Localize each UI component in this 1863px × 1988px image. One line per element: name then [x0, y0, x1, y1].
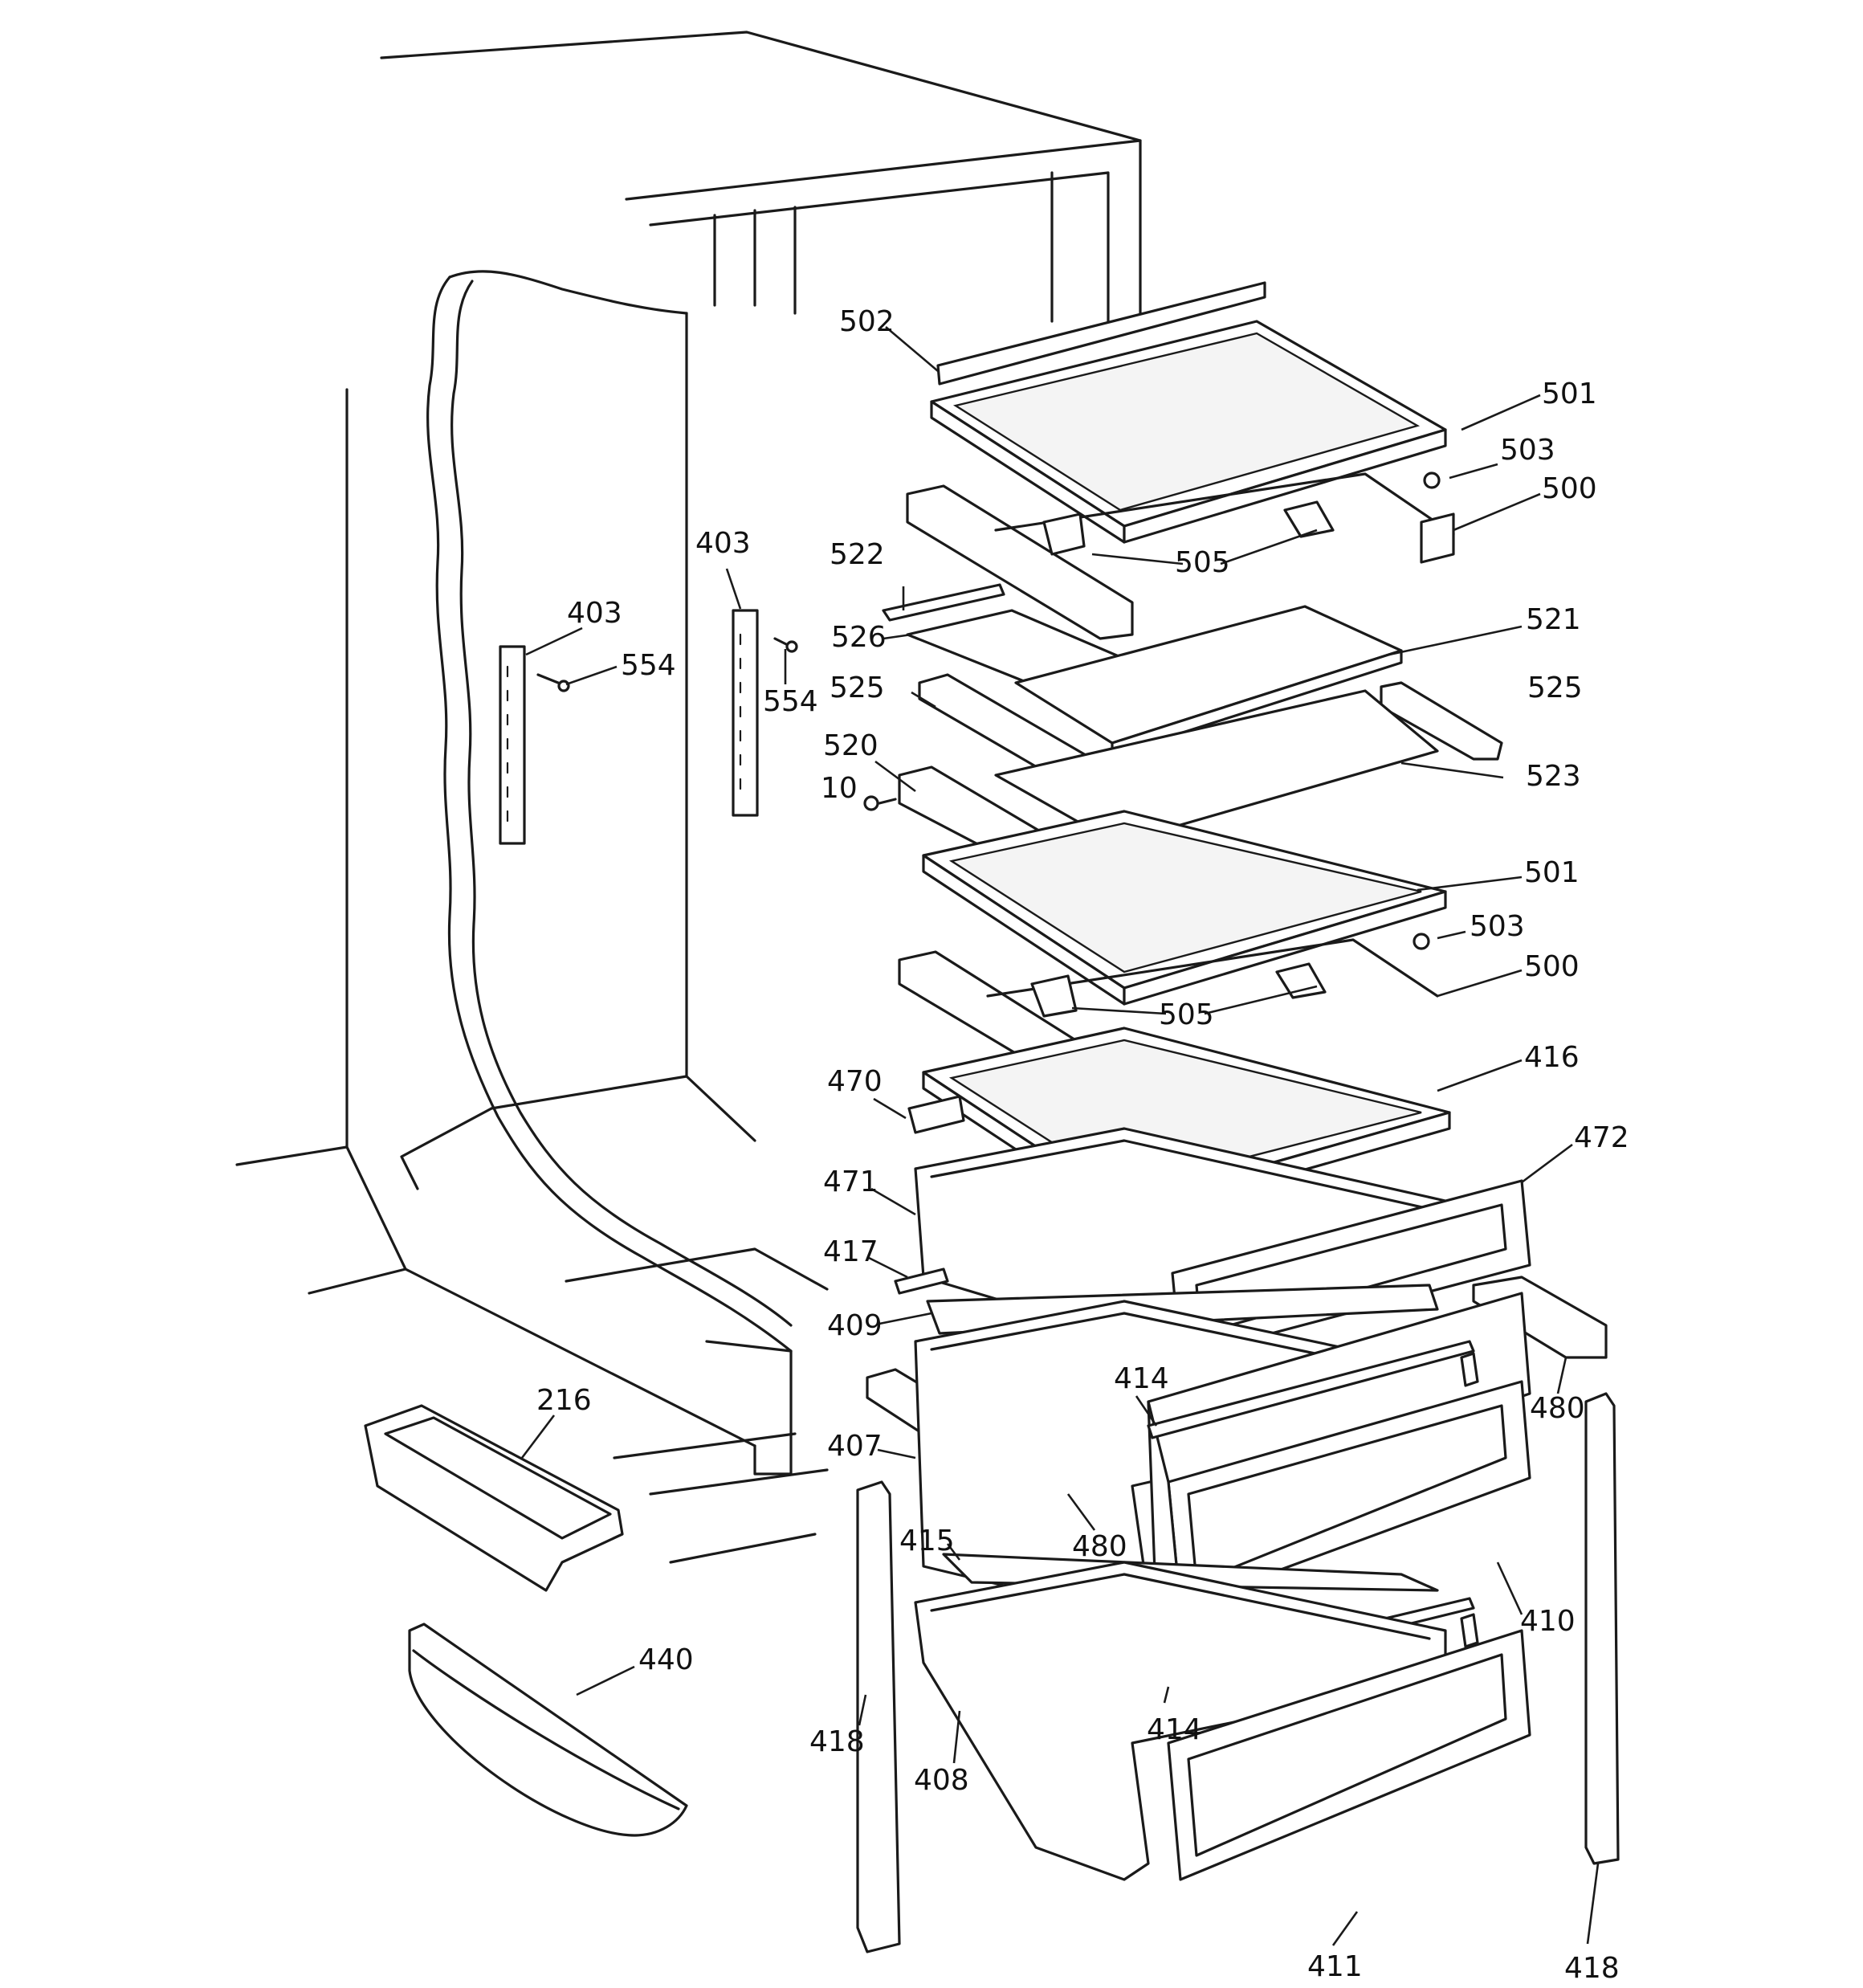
- part-label-414-upper: 414: [1114, 1362, 1169, 1395]
- part-label-523: 523: [1526, 760, 1581, 793]
- part-label-415: 415: [899, 1525, 955, 1557]
- part-label-525-right: 525: [1527, 672, 1583, 704]
- part-label-414-lower: 414: [1147, 1713, 1202, 1746]
- shelf-rail-left: [499, 645, 526, 845]
- part-label-407: 407: [827, 1430, 883, 1463]
- part-label-522: 522: [830, 538, 885, 571]
- drawer-support-left: [856, 1480, 901, 1953]
- part-label-480-right: 480: [1530, 1392, 1585, 1425]
- part-label-500-upper: 500: [1542, 472, 1597, 505]
- leader-lines: [520, 326, 1600, 1946]
- part-label-526: 526: [831, 621, 887, 654]
- part-label-471: 471: [823, 1165, 879, 1198]
- part-label-418-right: 418: [1564, 1952, 1620, 1985]
- part-label-410: 410: [1520, 1605, 1576, 1638]
- part-label-10: 10: [821, 772, 858, 805]
- cabinet-outline: [235, 31, 1142, 1564]
- part-labels: 502 501 503 500 522 505 403 403 554 554 …: [536, 305, 1629, 1985]
- part-label-216: 216: [536, 1384, 592, 1417]
- shelf-bracket-top: [906, 471, 1455, 640]
- part-label-521: 521: [1526, 603, 1581, 636]
- part-label-440: 440: [638, 1643, 694, 1676]
- dairy-bin-216: [364, 1404, 624, 1592]
- part-label-418-left: 418: [809, 1725, 865, 1758]
- part-label-403-left: 403: [567, 597, 622, 630]
- shelf-glass-middle: [922, 810, 1447, 1006]
- part-label-408: 408: [914, 1764, 969, 1797]
- part-label-520: 520: [823, 729, 879, 762]
- part-label-503-upper: 503: [1500, 434, 1555, 467]
- part-label-501-lower: 501: [1524, 856, 1580, 889]
- part-label-554-left: 554: [621, 649, 676, 682]
- part-label-409: 409: [827, 1309, 883, 1342]
- part-label-503-lower: 503: [1470, 910, 1525, 943]
- part-label-416: 416: [1524, 1041, 1580, 1074]
- pan-tray-440: [408, 1623, 688, 1837]
- part-label-505-upper: 505: [1175, 546, 1230, 579]
- part-label-480-left: 480: [1072, 1530, 1127, 1563]
- part-label-470: 470: [827, 1065, 883, 1098]
- slide-shelf: [863, 583, 1503, 897]
- part-label-411: 411: [1307, 1950, 1363, 1983]
- part-label-403-right: 403: [695, 527, 751, 560]
- part-label-417: 417: [823, 1235, 879, 1268]
- part-label-501-upper: 501: [1542, 378, 1597, 410]
- part-label-502: 502: [839, 305, 895, 338]
- part-label-500-lower: 500: [1524, 950, 1580, 983]
- shelf-rail-right: [732, 609, 759, 817]
- part-label-505-lower: 505: [1159, 998, 1214, 1031]
- shelf-glass-top: [930, 281, 1447, 544]
- drawer-bottom: [914, 1561, 1531, 1881]
- drawer-support-right: [1584, 1392, 1620, 1865]
- part-label-472: 472: [1574, 1121, 1629, 1154]
- part-label-525-left: 525: [830, 672, 885, 704]
- part-label-554-right: 554: [763, 685, 818, 718]
